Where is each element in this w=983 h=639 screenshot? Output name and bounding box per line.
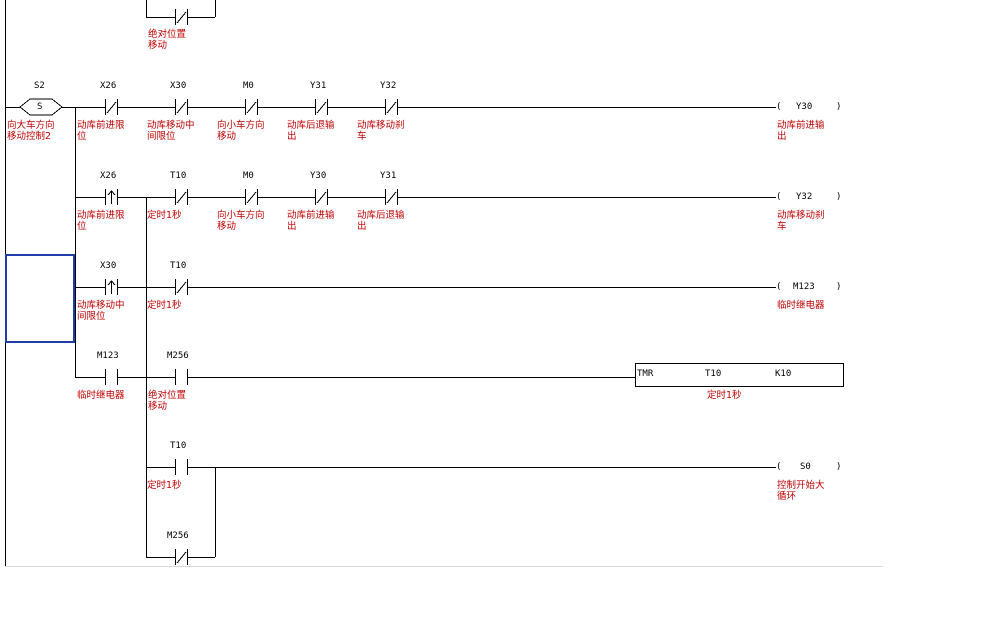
r5-contact-1-comment: 定时1秒	[147, 480, 182, 491]
r1-contact-m0-nc	[245, 99, 258, 115]
r2-contact-5-addr[interactable]: Y31	[380, 171, 397, 181]
r1-contact-2-addr[interactable]: X30	[170, 81, 187, 91]
r5-coil-open: (	[776, 462, 782, 472]
r4-contact-1-comment: 临时继电器	[77, 390, 125, 401]
r5-contact-t10-no	[175, 459, 188, 475]
step-s2-label[interactable]: S2	[34, 81, 45, 91]
timer-preset[interactable]: K10	[775, 369, 792, 379]
r2-contact-m0-nc	[245, 189, 258, 205]
r2-coil-comment: 动库移动刹 车	[777, 210, 825, 232]
r1-contact-1-comment: 动库前进限 位	[77, 120, 125, 142]
r4-contact-2-addr[interactable]: M256	[167, 351, 189, 361]
r1-contact-3-addr[interactable]: M0	[243, 81, 254, 91]
r3-contact-x30-rising	[105, 279, 118, 295]
r3-coil-open: (	[776, 282, 782, 292]
r1-coil-addr[interactable]: Y30	[796, 102, 813, 112]
timer-instr: TMR	[637, 369, 654, 379]
r2-contact-y31-nc	[385, 189, 398, 205]
step-s2-symbol-text: S	[37, 102, 43, 112]
r1-contact-4-addr[interactable]: Y31	[310, 81, 327, 91]
r3-contact-2-comment: 定时1秒	[147, 300, 182, 311]
r1-contact-2-comment: 动库移动中 间限位	[147, 120, 195, 142]
step-s2-comment: 向大车方向 移动控制2	[7, 120, 55, 142]
r5-contact-1-addr[interactable]: T10	[170, 441, 187, 451]
r2-coil-close: )	[836, 192, 842, 202]
r1-contact-y31-nc	[315, 99, 328, 115]
top-fragment-contact	[175, 9, 188, 25]
r1-contact-x26-nc	[105, 99, 118, 115]
r2-contact-2-comment: 定时1秒	[147, 210, 182, 221]
r3-contact-1-comment: 动库移动中 间限位	[77, 300, 125, 322]
r4-contact-2-comment: 绝对位置 移动	[148, 390, 187, 412]
r1-contact-3-comment: 向小车方向 移动	[217, 120, 265, 142]
timer-addr[interactable]: T10	[705, 369, 722, 379]
r5-coil-close: )	[836, 462, 842, 472]
r1-coil-open: (	[776, 102, 782, 112]
r1-contact-x30-nc	[175, 99, 188, 115]
r2-contact-y30-nc	[315, 189, 328, 205]
r1-contact-4-comment: 动库后退输 出	[287, 120, 335, 142]
r3-coil-comment: 临时继电器	[777, 300, 825, 311]
r3-contact-2-addr[interactable]: T10	[170, 261, 187, 271]
r3-contact-1-addr[interactable]: X30	[100, 261, 117, 271]
r5-coil-comment: 控制开始大 循环	[777, 480, 825, 502]
timer-function-block[interactable]	[635, 363, 844, 387]
r5-contact-2-addr[interactable]: M256	[167, 531, 189, 541]
r1-contact-5-comment: 动库移动刹 车	[357, 120, 405, 142]
r2-contact-4-addr[interactable]: Y30	[310, 171, 327, 181]
r2-contact-1-comment: 动库前进限 位	[77, 210, 125, 232]
r1-coil-close: )	[836, 102, 842, 112]
r2-contact-5-comment: 动库后退输 出	[357, 210, 405, 232]
r1-coil-comment: 动库前进输 出	[777, 120, 825, 142]
r1-contact-1-addr[interactable]: X26	[100, 81, 117, 91]
r2-contact-3-addr[interactable]: M0	[243, 171, 254, 181]
editor-cursor-box[interactable]	[5, 254, 75, 343]
r2-contact-4-comment: 动库前进输 出	[287, 210, 335, 232]
r4-contact-m256-no	[175, 369, 188, 385]
r2-contact-x26-rising	[105, 189, 118, 205]
r5-contact-m256-nc	[175, 549, 188, 565]
r4-contact-m123-no	[105, 369, 118, 385]
top-fragment-comment: 绝对位置 移动	[148, 29, 187, 51]
r5-coil-addr[interactable]: S0	[800, 462, 811, 472]
r2-contact-2-addr[interactable]: T10	[170, 171, 187, 181]
r2-coil-open: (	[776, 192, 782, 202]
r3-coil-addr[interactable]: M123	[793, 282, 815, 292]
r2-coil-addr[interactable]: Y32	[796, 192, 813, 202]
r1-contact-y32-nc	[385, 99, 398, 115]
r3-coil-close: )	[836, 282, 842, 292]
r1-contact-5-addr[interactable]: Y32	[380, 81, 397, 91]
r2-contact-1-addr[interactable]: X26	[100, 171, 117, 181]
r2-contact-t10-nc	[175, 189, 188, 205]
r4-contact-1-addr[interactable]: M123	[97, 351, 119, 361]
r2-contact-3-comment: 向小车方向 移动	[217, 210, 265, 232]
r3-contact-t10-nc	[175, 279, 188, 295]
timer-comment: 定时1秒	[707, 390, 742, 401]
